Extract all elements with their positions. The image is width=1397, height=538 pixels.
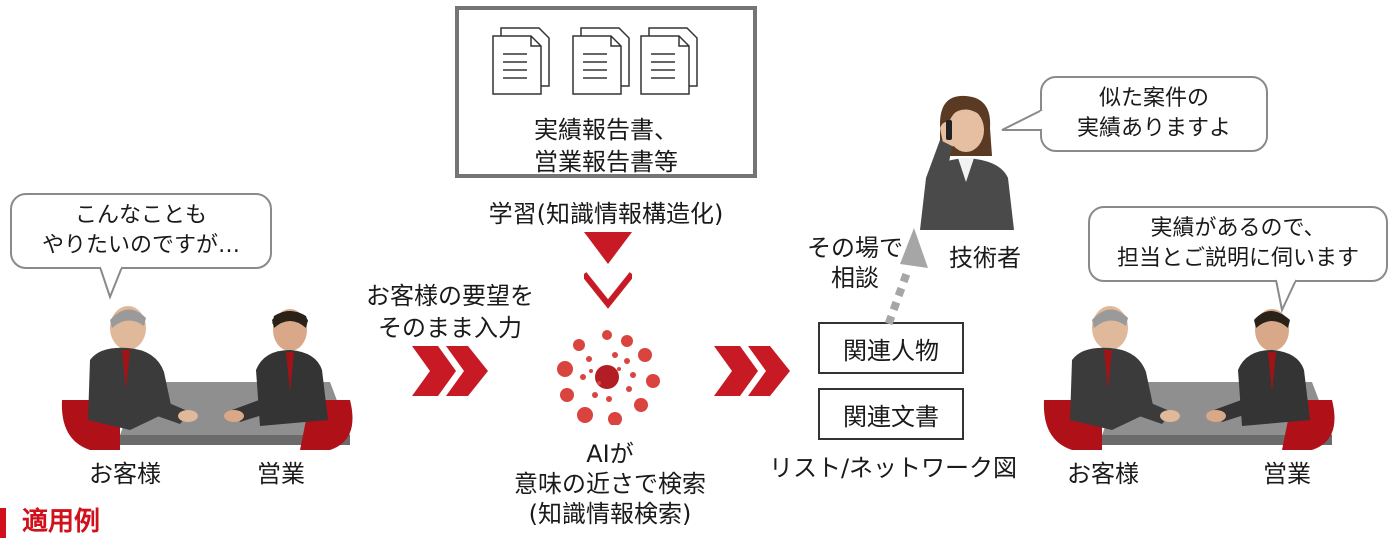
related-documents-box: 関連文書 bbox=[818, 388, 964, 440]
sales-bubble-line2: 担当とご説明に伺います bbox=[1116, 246, 1359, 271]
input-label-line2: そのまま入力 bbox=[378, 314, 522, 342]
related-people-label: 関連人物 bbox=[843, 336, 939, 365]
learning-label: 学習(知識情報構造化) bbox=[488, 200, 724, 228]
down-chevron-arrow-icon bbox=[584, 232, 632, 309]
related-documents-label: 関連文書 bbox=[843, 402, 939, 431]
right-customer-label: お客様 bbox=[1067, 460, 1139, 488]
input-label-line1: お客様の要望を bbox=[366, 282, 534, 310]
engineer-illustration bbox=[920, 95, 1014, 230]
footer-accent-bar bbox=[0, 508, 6, 538]
right-chevron-arrow-icon bbox=[714, 346, 790, 396]
engineer-bubble-line2: 実績ありますよ bbox=[1076, 116, 1231, 141]
consult-line2: 相談 bbox=[831, 264, 879, 292]
documents-title-line1: 実績報告書、 bbox=[534, 116, 678, 144]
sales-speech-bubble: 実績があるので、 担当とご説明に伺います bbox=[1088, 206, 1388, 282]
customer-bubble-line1: こんなことも bbox=[74, 203, 207, 228]
related-people-box: 関連人物 bbox=[818, 322, 964, 374]
left-sales-label: 営業 bbox=[257, 460, 305, 488]
meeting-illustration-left bbox=[61, 306, 353, 450]
meeting-illustration-right bbox=[1043, 306, 1335, 450]
dotted-up-arrow-icon bbox=[884, 228, 928, 326]
documents-box: 実績報告書、 営業報告書等 bbox=[455, 6, 757, 178]
ai-line1: AIが bbox=[586, 440, 634, 468]
customer-bubble-line2: やりたいのですが… bbox=[41, 233, 240, 258]
engineer-speech-bubble: 似た案件の 実績ありますよ bbox=[1040, 76, 1268, 152]
document-stack-icon bbox=[492, 27, 698, 95]
consult-line1: その場で bbox=[807, 234, 903, 262]
ai-network-icon bbox=[557, 330, 660, 425]
right-sales-label: 営業 bbox=[1263, 460, 1311, 488]
footer-heading: 適用例 bbox=[22, 507, 101, 537]
customer-speech-bubble: こんなことも やりたいのですが… bbox=[10, 193, 272, 269]
left-customer-label: お客様 bbox=[89, 460, 161, 488]
engineer-label: 技術者 bbox=[949, 244, 1021, 272]
bubble-tail-icon bbox=[1001, 109, 1044, 131]
ai-line2: 意味の近さで検索 bbox=[514, 470, 706, 498]
bubble-tail-icon bbox=[99, 265, 123, 300]
bubble-tail-icon bbox=[1275, 278, 1297, 314]
right-chevron-arrow-icon bbox=[412, 346, 488, 396]
engineer-bubble-line1: 似た案件の bbox=[1098, 86, 1209, 111]
sales-bubble-line1: 実績があるので、 bbox=[1150, 216, 1326, 241]
ai-line3: (知識情報検索) bbox=[528, 500, 692, 528]
documents-title-line2: 営業報告書等 bbox=[534, 148, 678, 176]
results-caption: リスト/ネットワーク図 bbox=[768, 454, 1018, 482]
